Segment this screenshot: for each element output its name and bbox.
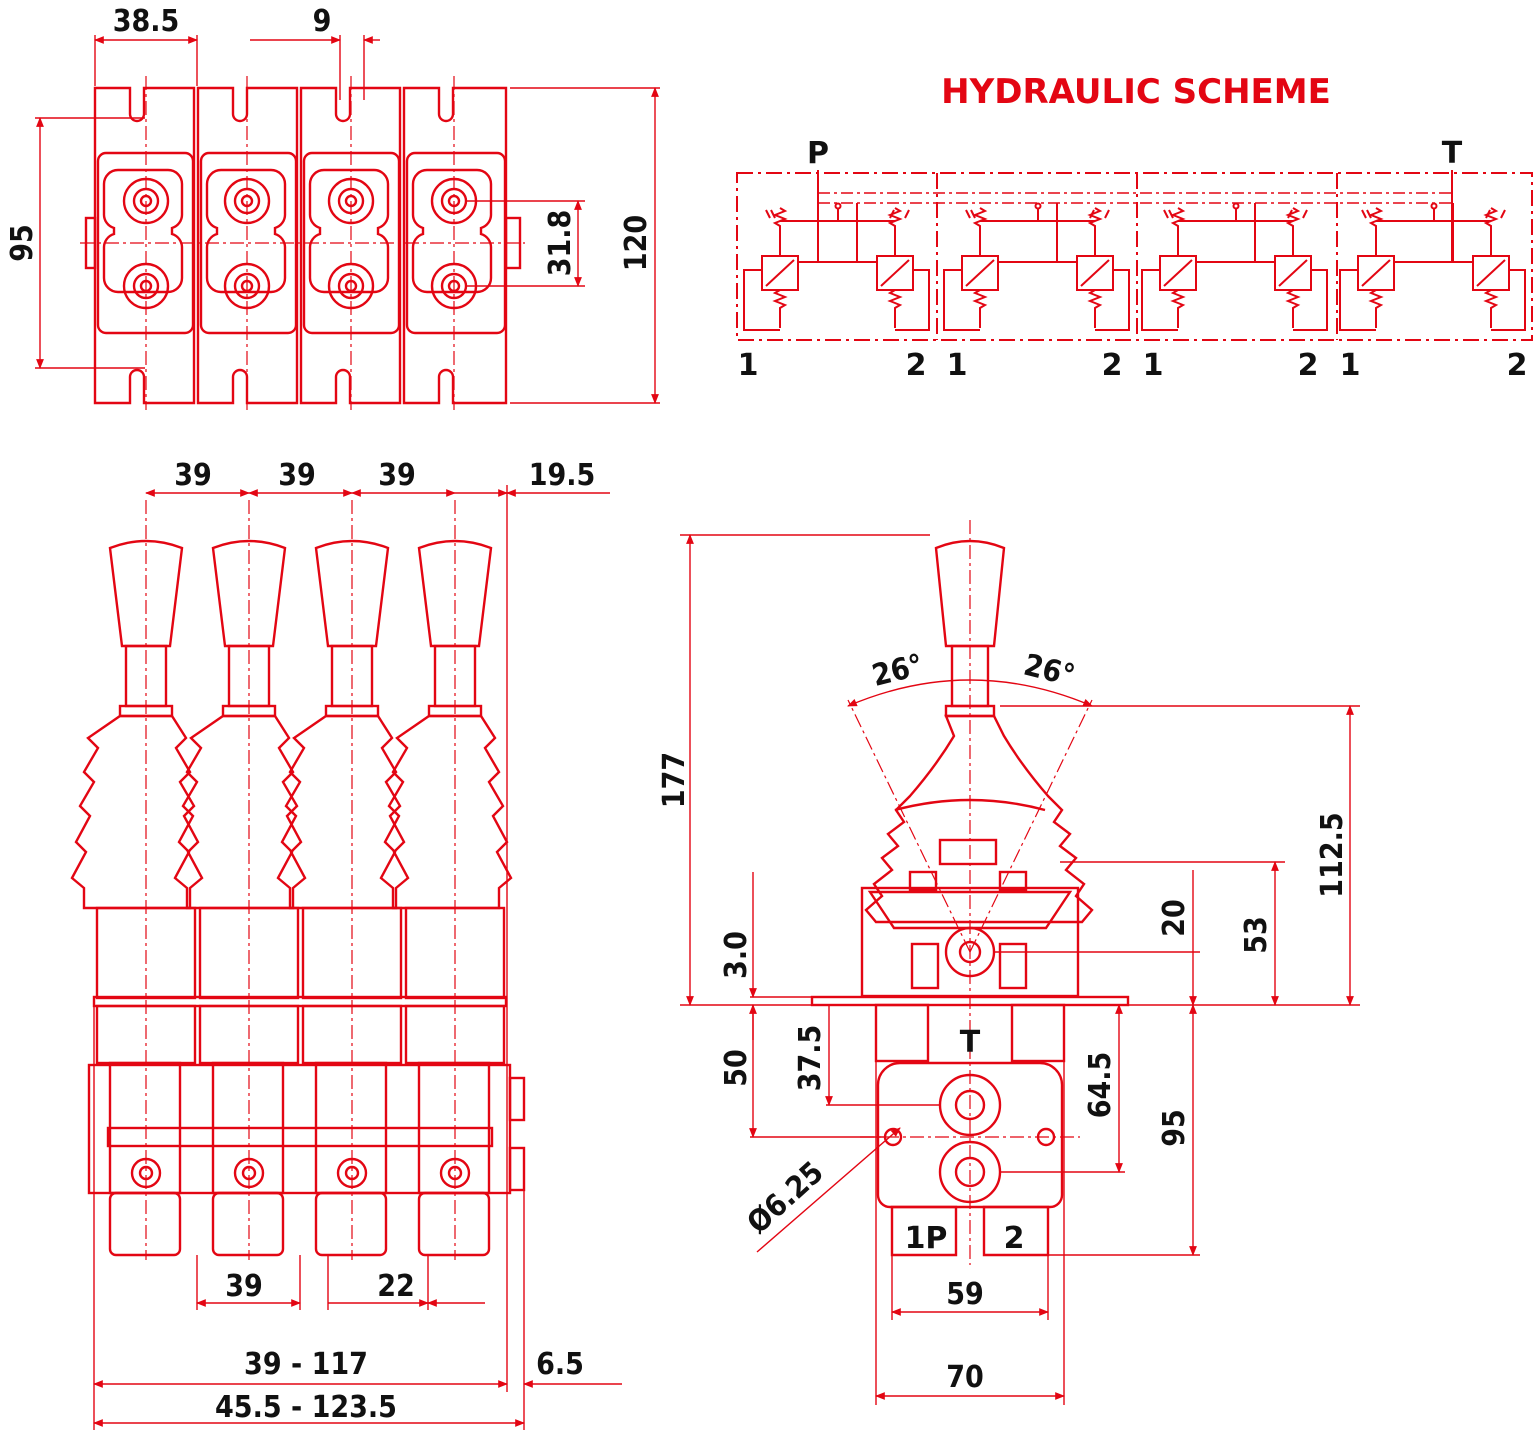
- scheme-title: HYDRAULIC SCHEME: [941, 72, 1331, 112]
- dim-height-53: 53: [1239, 916, 1274, 954]
- side-port-t: T: [960, 1025, 981, 1060]
- dim-width-70: 70: [946, 1360, 984, 1395]
- dim-range-outer: 45.5 - 123.5: [215, 1390, 397, 1425]
- dim-pitch-3: 39: [378, 458, 416, 493]
- dim-depth-64-5: 64.5: [1083, 1052, 1118, 1119]
- dim-depth-50: 50: [719, 1049, 754, 1087]
- dim-slot: 9: [313, 4, 332, 39]
- side-port-1p: 1P: [905, 1221, 948, 1256]
- dim-height-inner: 95: [5, 224, 40, 262]
- scheme-port-2b: 2: [1102, 348, 1123, 383]
- side-port-2: 2: [1004, 1221, 1025, 1256]
- dim-depth-95: 95: [1157, 1109, 1192, 1147]
- dim-handle-height: 112.5: [1315, 812, 1350, 897]
- scheme-port-1c: 1: [1143, 348, 1164, 383]
- scheme-port-2d: 2: [1507, 348, 1528, 383]
- scheme-port-1d: 1: [1340, 348, 1361, 383]
- dim-range-inner: 39 - 117: [244, 1347, 368, 1382]
- scheme-port-1a: 1: [738, 348, 759, 383]
- top-view: [35, 35, 660, 410]
- dim-flange: 3.0: [719, 931, 754, 979]
- scheme-port-p: P: [807, 136, 829, 171]
- dim-depth-37-5: 37.5: [793, 1025, 828, 1092]
- scheme-port-2c: 2: [1298, 348, 1319, 383]
- scheme-port-t: T: [1442, 136, 1463, 171]
- front-view: [70, 485, 622, 1430]
- scheme-port-1b: 1: [947, 348, 968, 383]
- side-view: [680, 520, 1360, 1405]
- front-view-lever-1: [70, 539, 204, 1257]
- top-view-section-1: [93, 86, 196, 405]
- dim-section-width: 38.5: [113, 4, 180, 39]
- hydraulic-scheme: [736, 170, 1533, 341]
- dim-bottom-gap: 22: [377, 1269, 415, 1304]
- dim-edge: 19.5: [529, 458, 596, 493]
- dim-width-59: 59: [946, 1277, 984, 1312]
- dim-height-20: 20: [1157, 899, 1192, 937]
- dim-offset: 6.5: [536, 1347, 584, 1382]
- dim-height-total: 120: [619, 215, 654, 271]
- dim-pitch-2: 39: [278, 458, 316, 493]
- scheme-valve-cell-1: [743, 202, 930, 331]
- dim-total-height: 177: [657, 752, 692, 808]
- dim-bottom-pitch: 39: [225, 1269, 263, 1304]
- top-view-section-4: [402, 86, 508, 405]
- dim-port-spacing: 31.8: [543, 210, 578, 277]
- dim-angle-right: 26°: [1020, 648, 1078, 694]
- scheme-port-2a: 2: [906, 348, 927, 383]
- dim-pitch-1: 39: [174, 458, 212, 493]
- dim-angle-left: 26°: [869, 648, 927, 694]
